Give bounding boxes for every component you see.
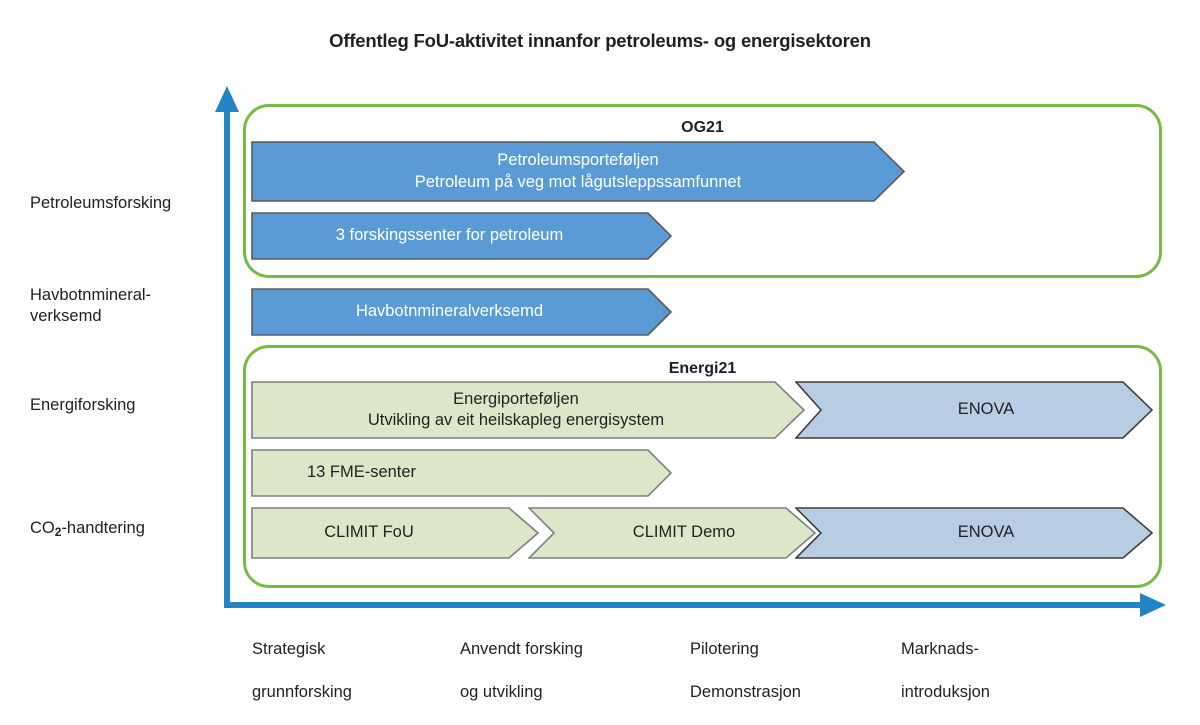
arrow-enova-energiforsking[interactable]: ENOVA [795,381,1153,439]
xcat-strategisk-line2: grunnforsking [252,683,352,702]
arrow-climit-demo[interactable]: CLIMIT Demo [528,507,816,559]
row-label-havbotnmineral-line2: verksemd [30,307,102,326]
row-label-co2-handtering: CO2-handtering [30,518,220,539]
xcat-anvendt-line1: Anvendt forsking [460,640,583,659]
group-box-energi21: Energi21 [243,345,1162,588]
xcat-strategisk-line1: Strategisk [252,640,326,659]
co2-subscript: 2 [54,525,62,539]
xcat-marknadsintroduksjon: Marknads- introduksjon [901,618,990,725]
xcat-strategisk-grunnforsking: Strategisk grunnforsking [252,618,352,725]
xcat-anvendt-forsking-og-utvikling: Anvendt forsking og utvikling [460,618,583,725]
arrow-climit-fou[interactable]: CLIMIT FoU [251,507,539,559]
arrow-havbotnmineralverksemd[interactable]: Havbotnmineralverksemd [251,288,672,336]
xcat-pilotering-line2: Demonstrasjon [690,683,801,702]
xcat-anvendt-line2: og utvikling [460,683,543,702]
arrow-13-fme-senter[interactable]: 13 FME-senter [251,449,672,497]
xcat-marknads-line1: Marknads- [901,640,979,659]
arrow-enova-co2[interactable]: ENOVA [795,507,1153,559]
co2-suffix: -handtering [61,519,145,537]
page-title: Offentleg FoU-aktivitet innanfor petrole… [329,30,871,51]
row-label-energiforsking: Energiforsking [30,396,136,414]
diagram-canvas: Offentleg FoU-aktivitet innanfor petrole… [30,30,1166,701]
co2-prefix: CO [30,519,55,537]
row-label-petroleumsforsking: Petroleumsforsking [30,194,172,212]
xcat-pilotering-line1: Pilotering [690,640,759,659]
row-label-havbotnmineral-line1: Havbotnmineral- [30,286,152,304]
xcat-pilotering-demonstrasjon: Pilotering Demonstrasjon [690,618,801,725]
arrow-3-forskingssenter-for-petroleum[interactable]: 3 forskingssenter for petroleum [251,212,672,260]
group-box-og21: OG21 [243,104,1162,278]
xcat-marknads-line2: introduksjon [901,683,990,702]
group-title-og21: OG21 [681,119,724,136]
row-label-havbotnmineral: Havbotnmineral- verksemd [30,285,220,327]
group-title-energi21: Energi21 [668,360,737,377]
